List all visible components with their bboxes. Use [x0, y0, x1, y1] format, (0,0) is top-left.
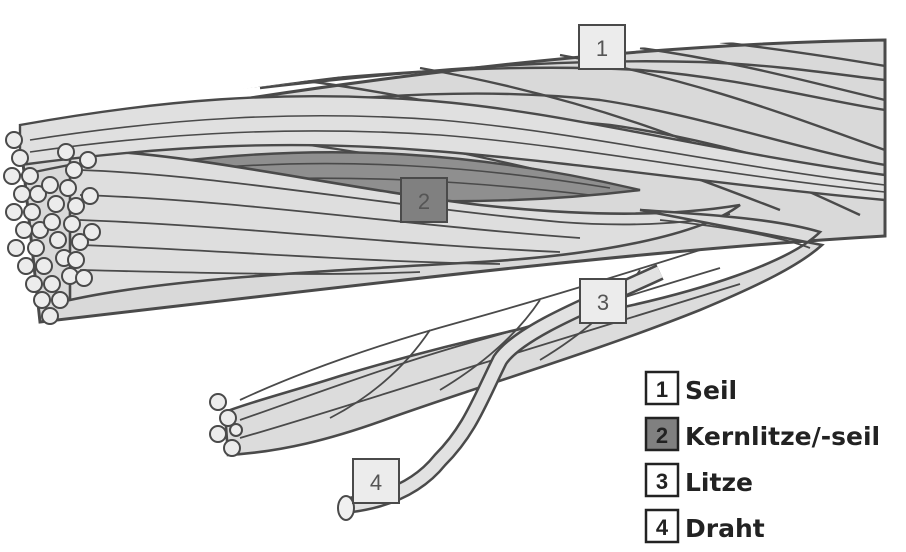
legend-item-seil: 1 Seil — [644, 370, 737, 406]
callout-3-number: 3 — [597, 290, 609, 315]
callout-2: 2 — [400, 177, 448, 223]
legend-item-number: 4 — [656, 515, 669, 540]
legend-item-litze: 3 Litze — [644, 462, 753, 498]
callout-3: 3 — [579, 278, 627, 324]
legend-item-label: Litze — [685, 468, 753, 497]
legend-item-number: 3 — [656, 469, 668, 494]
rope — [3, 38, 887, 325]
legend-item-label: Kernlitze/-seil — [685, 422, 880, 451]
rope-end-wires — [3, 131, 101, 325]
draht-wire — [337, 264, 664, 521]
legend-item-label: Seil — [685, 376, 737, 405]
legend-item-number: 2 — [656, 423, 668, 448]
callout-4: 4 — [352, 458, 400, 504]
callout-1: 1 — [578, 24, 626, 70]
upper-strand — [18, 94, 887, 202]
callout-1-number: 1 — [596, 36, 608, 61]
legend-item-label: Draht — [685, 514, 765, 543]
legend-item-number: 1 — [656, 377, 668, 402]
callout-4-number: 4 — [370, 470, 382, 495]
legend-item-kernlitze: 2 Kernlitze/-seil — [644, 416, 880, 452]
legend: 1 Seil 2 Kernlitze/-seil 3 Litze 4 Draht — [644, 370, 880, 544]
legend-item-draht: 4 Draht — [644, 508, 765, 544]
callout-2-number: 2 — [418, 189, 430, 214]
